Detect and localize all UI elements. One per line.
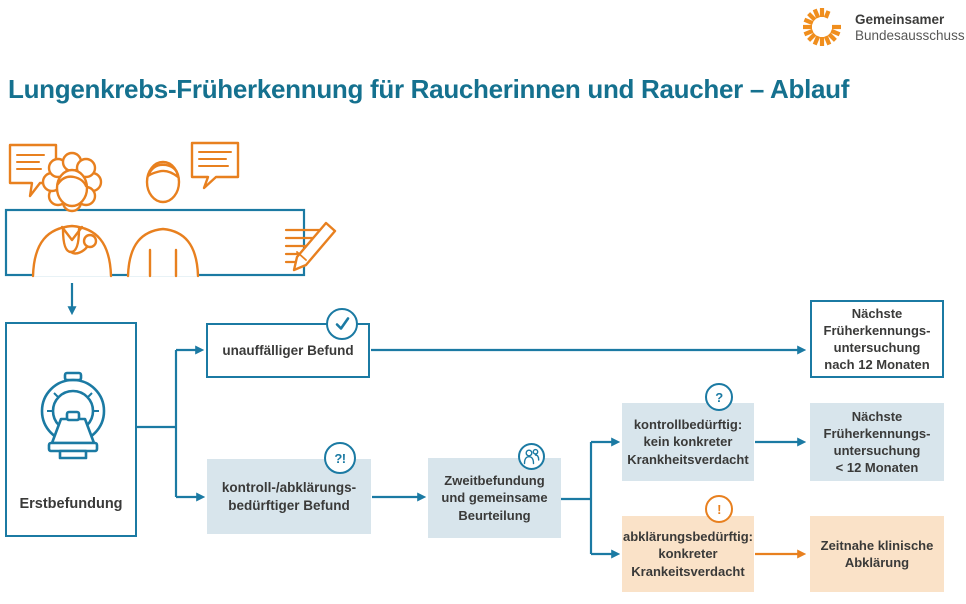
- gba-logo: Gemeinsamer Bundesausschuss: [796, 2, 965, 52]
- erstbefundung-label: Erstbefundung: [19, 496, 123, 512]
- question-icon: ?: [705, 383, 733, 411]
- kontrollbeduerftig-label: kontrollbedürftig: kein konkreter Krankh…: [627, 417, 749, 467]
- ct-scanner-icon: [28, 370, 118, 469]
- naechste-unter-12-label: Nächste Früherkennungs- untersuchung < 1…: [823, 408, 931, 476]
- unauffaelliger-befund-label: unauffälliger Befund: [222, 342, 354, 358]
- consultation-illustration: [4, 141, 337, 278]
- logo-line2: Bundesausschuss: [855, 28, 965, 43]
- node-zeitnahe-abklaerung: Zeitnahe klinische Abklärung: [810, 516, 944, 592]
- abklaerungsbeduerftig-label: abklärungsbedürftig: konkreter Krankeits…: [622, 529, 753, 579]
- node-abklaerungsbeduerftig: abklärungsbedürftig: konkreter Krankeits…: [622, 495, 754, 592]
- question-exclamation-icon: ?!: [324, 442, 356, 474]
- naechste-nach-12-label: Nächste Früherkennungs- untersuchung nac…: [823, 305, 931, 373]
- speech-bubble-right-icon: [190, 141, 240, 190]
- patient-figure: [126, 160, 200, 278]
- speech-bubble-left-icon: [8, 143, 58, 198]
- zeitnahe-abklaerung-label: Zeitnahe klinische Abklärung: [820, 537, 934, 570]
- node-unauffaelliger-befund: unauffälliger Befund: [206, 308, 370, 378]
- check-icon: [326, 308, 358, 340]
- node-kontrollbeduerftig: kontrollbedürftig: kein konkreter Krankh…: [622, 383, 754, 481]
- zweitbefundung-label: Zweitbefundung und gemeinsame Beurteilun…: [441, 473, 548, 523]
- gba-logo-text: Gemeinsamer Bundesausschuss: [855, 12, 965, 44]
- exclamation-icon: !: [705, 495, 733, 523]
- doctor-figure: [31, 151, 113, 278]
- node-zweitbefundung: Zweitbefundung und gemeinsame Beurteilun…: [428, 443, 561, 538]
- node-kontroll-abklaerungs-befund: kontroll-/abklärungs- bedürftiger Befund…: [207, 442, 371, 534]
- node-naechste-nach-12-monaten: Nächste Früherkennungs- untersuchung nac…: [810, 300, 944, 378]
- notes-pencil-icon: [284, 221, 337, 272]
- node-naechste-unter-12-monaten: Nächste Früherkennungs- untersuchung < 1…: [810, 403, 944, 481]
- logo-line1: Gemeinsamer: [855, 12, 945, 28]
- page-title: Lungenkrebs-Früherkennung für Raucherinn…: [8, 74, 850, 104]
- kontroll-abklaerungs-befund-label: kontroll-/abklärungs- bedürftiger Befund: [221, 479, 357, 513]
- gba-sunburst-icon: [803, 8, 841, 46]
- node-erstbefundung: Erstbefundung: [5, 322, 137, 537]
- group-icon: [518, 443, 545, 470]
